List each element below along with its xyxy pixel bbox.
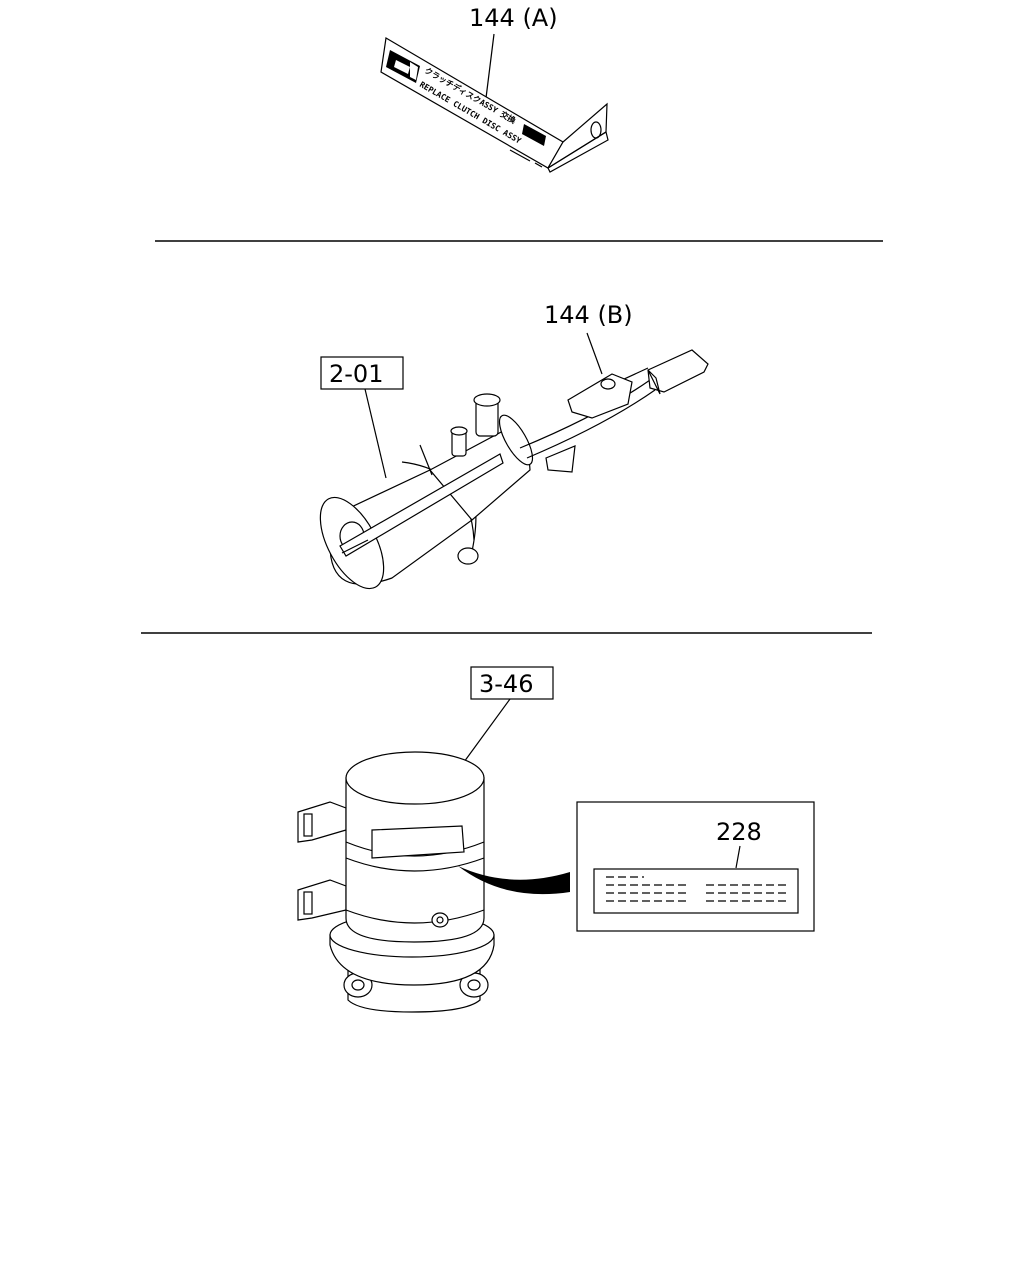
ref-box-346: [470, 666, 554, 700]
decal-plate: クラッチディスクASSY 交換 REPLACE CLUTCH DISC ASSY: [380, 37, 609, 173]
callout-144b: 144 (B): [544, 301, 633, 329]
cylinder-unit: [319, 393, 534, 590]
harness-tag: [519, 349, 709, 473]
section-a: 144 (A) クラッチディスクASSY 交換 REPLACE CLUTCH D…: [380, 4, 609, 173]
nameplate-detail: 228: [576, 801, 815, 932]
canister: [297, 751, 570, 1013]
leader-144a: [485, 33, 495, 99]
leader-346: [463, 698, 511, 763]
callout-228: 228: [716, 818, 762, 846]
callout-144a: 144 (A): [469, 4, 558, 32]
mounting-hole: [590, 121, 602, 139]
leader-228: [735, 845, 741, 869]
decal-logo: [386, 50, 420, 83]
pointer-arrow: [458, 866, 570, 895]
nameplate: [593, 868, 799, 914]
ref-box-201: [320, 356, 404, 390]
ref-201: 2-01: [329, 360, 383, 388]
leader-144b: [586, 332, 603, 375]
section-c: 3-46: [297, 666, 815, 1013]
section-b: 144 (B) 2-01: [319, 301, 709, 590]
nameplate-lines: [606, 876, 786, 902]
leader-201: [364, 388, 387, 479]
detail-frame: [576, 801, 815, 932]
ref-346: 3-46: [479, 670, 533, 698]
